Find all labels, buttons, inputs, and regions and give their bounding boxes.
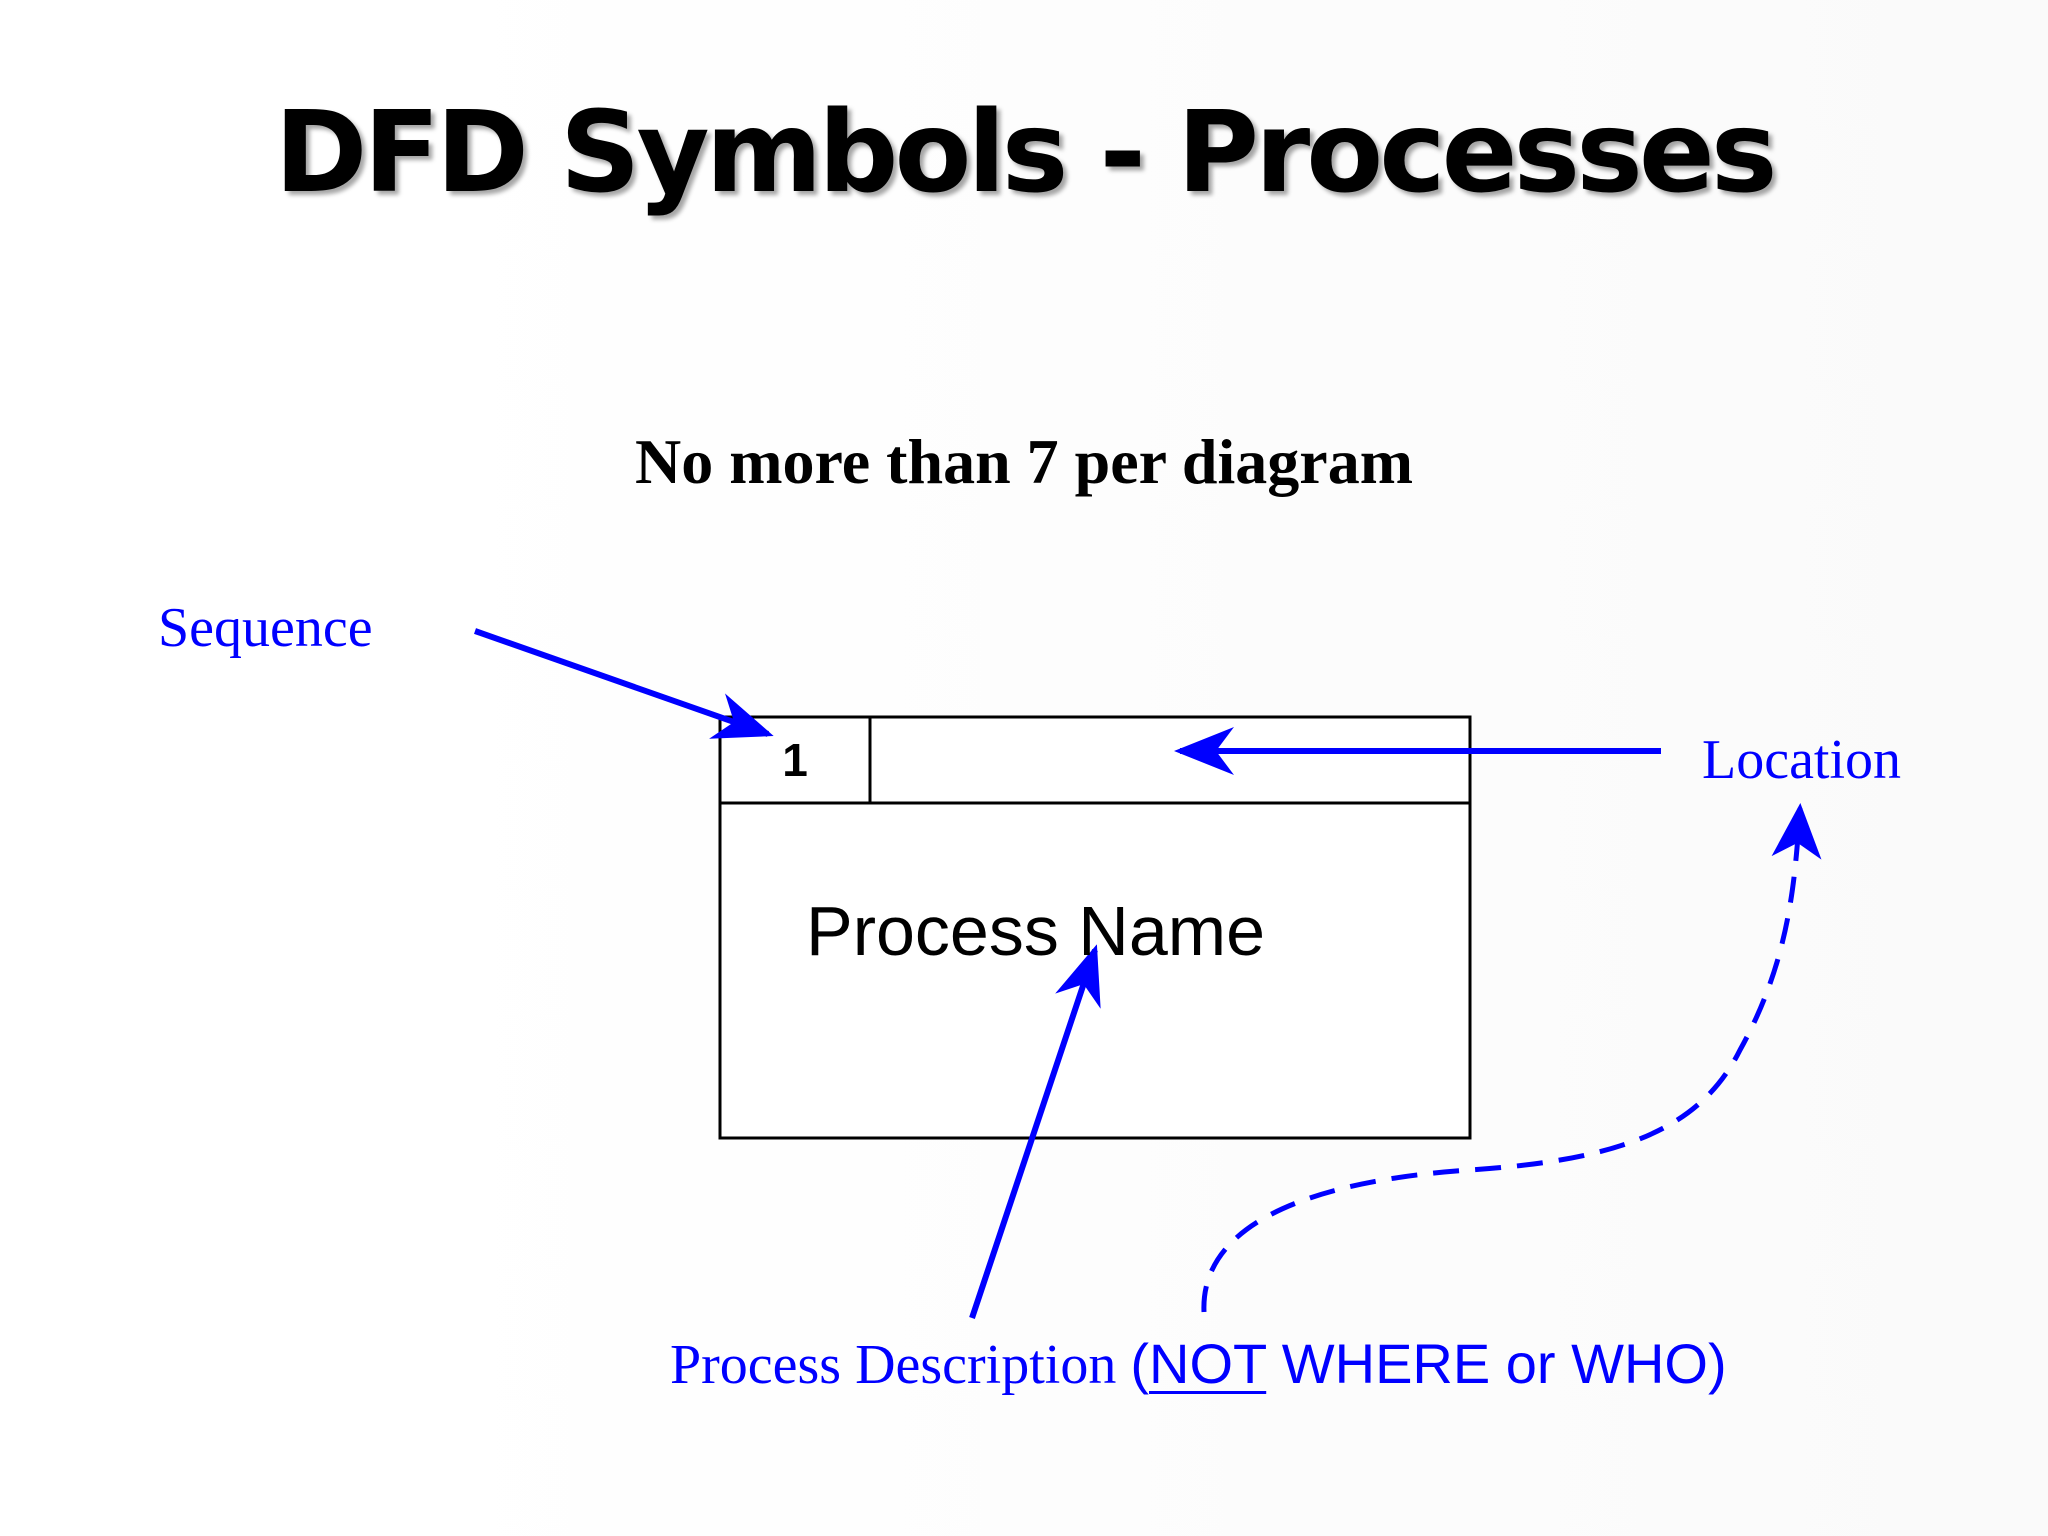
description-prefix: Process Description [670,1334,1117,1396]
process-box [718,715,1472,1140]
sequence-arrow [474,628,774,739]
description-arrow [969,944,1101,1319]
sequence-number: 1 [782,734,808,786]
not-location-dashed-arrow [1201,803,1822,1313]
process-description-label: Process Description (NOT WHERE or WHO) [670,1334,1727,1396]
slide-title: DFD Symbols - Processes [274,88,1777,218]
location-label: Location [1702,729,1902,791]
description-paren-open: ( [1130,1332,1150,1395]
description-not: NOT [1149,1332,1267,1395]
process-box-outline [718,715,1472,1140]
slide-subtitle: No more than 7 per diagram [634,426,1414,497]
sequence-label: Sequence [158,597,373,659]
description-rest: WHERE or WHO) [1266,1332,1727,1395]
process-name: Process Name [806,892,1266,970]
